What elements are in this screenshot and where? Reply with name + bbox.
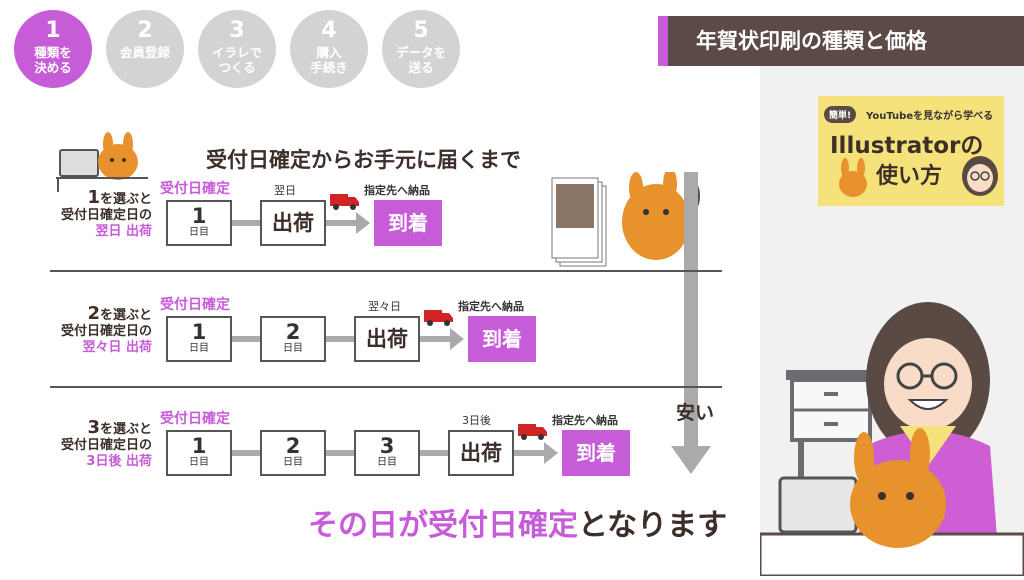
day-unit: 日目 — [283, 457, 303, 468]
illustrator-promo-banner[interactable]: 簡単! YouTubeを見ながら学べる Illustratorの 使い方 — [818, 96, 1004, 206]
row-2-description: 2を選ぶと受付日確定日の翌々日 出荷 — [40, 303, 152, 356]
row-1-description: 1を選ぶと受付日確定日の翌日 出荷 — [40, 187, 152, 240]
step-number: 4 — [321, 18, 337, 43]
ship-box: 出荷 — [260, 200, 326, 246]
step-number: 2 — [137, 18, 153, 43]
connector-line — [232, 220, 260, 226]
ship-box: 出荷 — [354, 316, 420, 362]
arrival-box: 到着 — [374, 200, 442, 246]
promo-title-line1: Illustratorの — [830, 133, 984, 159]
row-lead-number: 2 — [87, 303, 100, 324]
connector-line — [420, 450, 448, 456]
day-unit: 日目 — [189, 227, 209, 238]
step-label: 購入 手続き — [310, 45, 348, 75]
promo-tag: 簡単! — [824, 106, 857, 123]
arrow-tip — [356, 212, 370, 234]
step-number: 5 — [413, 18, 429, 43]
destination-label: 指定先へ納品 — [552, 414, 618, 427]
bottom-message-highlight: その日が受付日確定 — [308, 508, 578, 543]
arrow-shaft — [514, 450, 546, 456]
row-separator — [50, 386, 722, 388]
connector-line — [232, 336, 260, 342]
arrival-box: 到着 — [468, 316, 536, 362]
confirm-label: 受付日確定 — [160, 181, 230, 197]
confirm-label: 受付日確定 — [160, 411, 230, 427]
day-number: 1 — [191, 204, 207, 228]
mascot-laptop-illustration — [56, 132, 148, 192]
main-title: 受付日確定からお手元に届くまで — [206, 148, 521, 172]
connector-line — [232, 450, 260, 456]
promo-subtitle: YouTubeを見ながら学べる — [866, 111, 994, 122]
presenter-illustration — [758, 302, 1024, 578]
step-number: 1 — [45, 18, 61, 43]
presenter-avatar-icon — [962, 156, 998, 196]
day-number: 2 — [285, 320, 301, 344]
arrow-shaft — [420, 336, 452, 342]
row-separator — [50, 270, 722, 272]
promo-title-line2: 使い方 — [876, 164, 943, 189]
step-label: データを 送る — [395, 45, 446, 75]
row-line2: 受付日確定日の — [60, 324, 152, 339]
ship-day-label: 3日後 — [462, 414, 491, 427]
arrow-shaft — [326, 220, 358, 226]
day-number: 2 — [285, 434, 301, 458]
step-label: 会員登録 — [119, 45, 170, 60]
row-lead-number: 1 — [87, 187, 100, 208]
row-lead-number: 3 — [87, 417, 100, 438]
row-lead-text: を選ぶと — [99, 422, 152, 437]
arrow-tip — [544, 442, 558, 464]
cheap-label: 安い — [676, 402, 715, 424]
step-label: イラレで つくる — [211, 45, 262, 75]
mascot-icon — [839, 158, 867, 197]
ship-box: 出荷 — [448, 430, 514, 476]
row-line3: 翌日 出荷 — [95, 224, 152, 239]
row-lead-text: を選ぶと — [99, 192, 152, 207]
cheap-arrow-shaft — [684, 172, 698, 448]
confirm-label: 受付日確定 — [160, 297, 230, 313]
row-line2: 受付日確定日の — [60, 208, 152, 223]
step-2-circle[interactable]: 2 会員登録 — [106, 10, 184, 88]
day-unit: 日目 — [189, 457, 209, 468]
row-line3: 翌々日 出荷 — [82, 340, 152, 355]
day-number: 3 — [379, 434, 395, 458]
step-number: 3 — [229, 18, 245, 43]
connector-line — [326, 450, 354, 456]
cheap-arrow-head — [671, 446, 711, 474]
day-unit: 日目 — [189, 343, 209, 354]
truck-icon — [424, 308, 454, 330]
arrival-box: 到着 — [562, 430, 630, 476]
destination-label: 指定先へ納品 — [458, 300, 524, 313]
day-number: 1 — [191, 320, 207, 344]
page-header: 年賀状印刷の種類と価格 — [658, 16, 1024, 66]
day-number: 1 — [191, 434, 207, 458]
mascot-with-card-illustration — [551, 172, 700, 267]
row-line2: 受付日確定日の — [60, 438, 152, 453]
day-unit: 日目 — [283, 343, 303, 354]
step-label: 種類を 決める — [34, 45, 72, 75]
arrow-tip — [450, 328, 464, 350]
ship-day-label: 翌日 — [274, 184, 296, 197]
destination-label: 指定先へ納品 — [364, 184, 430, 197]
ship-day-label: 翌々日 — [368, 300, 401, 313]
bottom-message-rest: となります — [578, 508, 728, 543]
row-lead-text: を選ぶと — [99, 308, 152, 323]
bottom-message: その日が受付日確定となります — [308, 500, 727, 544]
connector-line — [326, 336, 354, 342]
truck-icon — [330, 192, 360, 214]
day-unit: 日目 — [377, 457, 397, 468]
row-line3: 3日後 出荷 — [86, 454, 152, 469]
truck-icon — [518, 422, 548, 444]
